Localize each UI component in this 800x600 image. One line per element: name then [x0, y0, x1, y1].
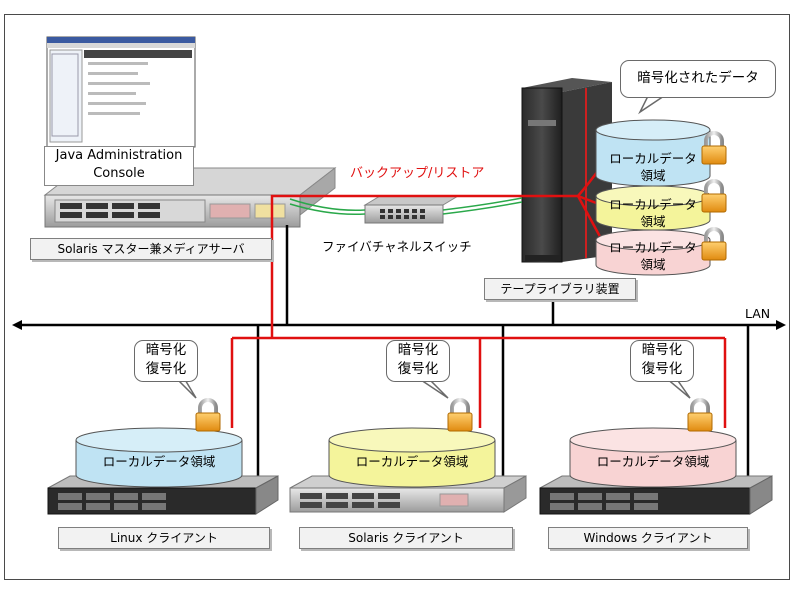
tape-region-2-line2: 領域 [640, 214, 666, 229]
linux-client-name: Linux クライアント [110, 531, 218, 545]
java-console-window [46, 36, 196, 148]
linux-client-label: Linux クライアント [58, 527, 270, 549]
tape-region-3-line1: ローカルデータ [609, 240, 697, 255]
windows-client-name: Windows クライアント [583, 531, 713, 545]
windows-client-label: Windows クライアント [548, 527, 748, 549]
java-console-caption-line1: Java Administration [55, 148, 183, 163]
master-server-label: Solaris マスター兼メディアサーバ [30, 238, 272, 260]
windows-crypto-line1: 暗号化 [641, 342, 683, 358]
linux-crypto-line1: 暗号化 [145, 342, 187, 358]
solaris-crypto-line1: 暗号化 [397, 342, 439, 358]
windows-crypto-line2: 復号化 [641, 361, 683, 377]
solaris-lock-icon [446, 398, 474, 433]
lan-lines [12, 225, 786, 478]
tape-region-text-1: ローカルデータ 領域 [596, 150, 710, 184]
solaris-crypto-line2: 復号化 [397, 361, 439, 377]
java-console-caption-line2: Console [93, 166, 145, 181]
linux-region-text: ローカルデータ領域 [102, 454, 216, 469]
encrypted-data-callout: 暗号化されたデータ [620, 60, 776, 98]
tape-region-text-3: ローカルデータ 領域 [596, 239, 710, 273]
tape-region-1-line2: 領域 [640, 168, 666, 183]
tape-region-2-line1: ローカルデータ [609, 197, 697, 212]
solaris-crypto-callout: 暗号化 復号化 [386, 340, 450, 382]
windows-lock-icon [686, 398, 714, 433]
tape-region-1-line1: ローカルデータ [609, 151, 697, 166]
tape-library-label: テープライブラリ装置 [484, 278, 636, 300]
linux-crypto-callout: 暗号化 復号化 [134, 340, 198, 382]
solaris-client-name: Solaris クライアント [348, 531, 464, 545]
encrypted-data-text: 暗号化されたデータ [637, 70, 759, 86]
solaris-client-disk [328, 427, 496, 488]
lan-label: LAN [745, 306, 771, 321]
windows-crypto-callout: 暗号化 復号化 [630, 340, 694, 382]
linux-lock-icon [194, 398, 222, 433]
tape-library-label-text: テープライブラリ装置 [500, 282, 620, 296]
tape-region-text-2: ローカルデータ 領域 [596, 196, 710, 230]
java-console-caption: Java Administration Console [44, 146, 194, 186]
solaris-client-label: Solaris クライアント [299, 527, 513, 549]
windows-client-disk [569, 427, 737, 488]
backup-restore-label: バックアップ/リストア [350, 166, 485, 181]
fc-links [289, 197, 523, 216]
fc-switch-label: ファイバチャネルスイッチ [322, 239, 472, 254]
encrypted-callout-tail [638, 95, 667, 115]
solaris-region-text: ローカルデータ領域 [355, 454, 469, 469]
tape-region-3-line2: 領域 [640, 257, 666, 272]
master-server-label-text: Solaris マスター兼メディアサーバ [57, 242, 245, 256]
tape-region-stack [595, 119, 711, 276]
linux-client-disk [75, 427, 243, 488]
linux-crypto-line2: 復号化 [145, 361, 187, 377]
windows-region-text: ローカルデータ領域 [596, 454, 710, 469]
